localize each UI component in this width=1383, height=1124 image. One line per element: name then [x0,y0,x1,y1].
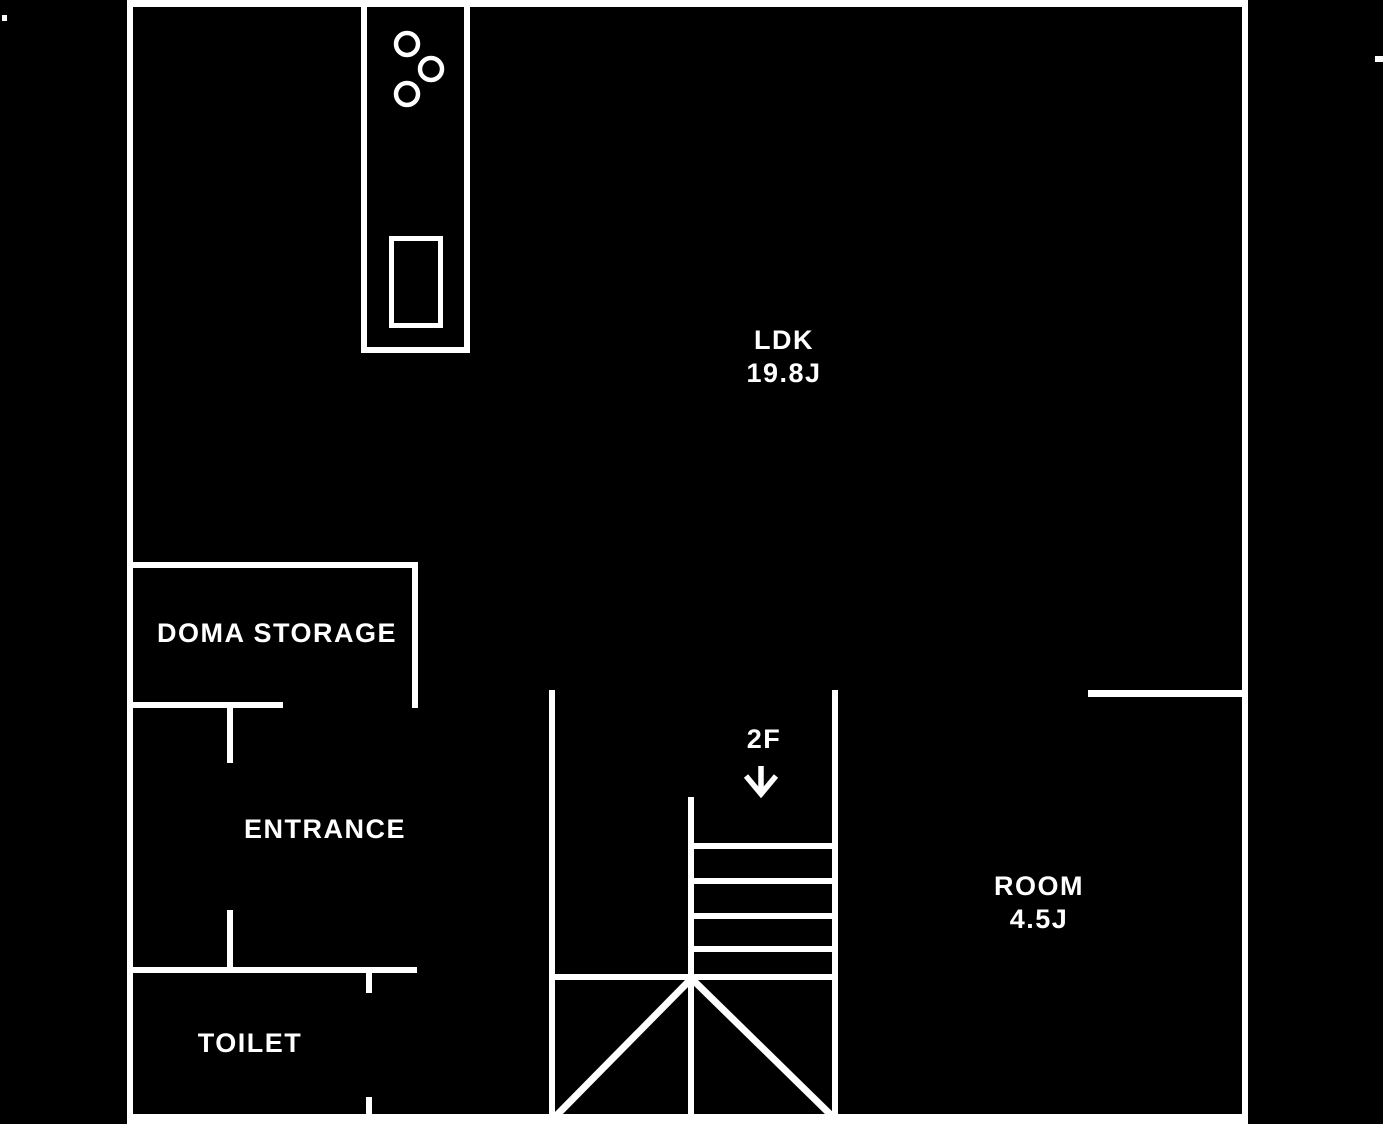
stairs-floor-name: 2F [746,724,782,754]
wall-top [127,0,1248,7]
kitchen-counter [361,7,470,353]
artifact-dot-top-left [2,15,7,21]
wall-left [127,0,133,1124]
toilet-door-jamb-upper [366,973,372,993]
room-wall-top [1088,690,1242,697]
room-room-name: ROOM [994,871,1084,901]
stairs-down-arrow-icon [743,766,779,799]
label-doma-storage: DOMA STORAGE [157,617,397,650]
doma-storage-room-name: DOMA STORAGE [156,618,398,648]
stairs-landing-line [555,974,832,980]
toilet-door-jamb-lower [366,1097,372,1119]
stair-tread [694,913,832,919]
label-toilet: TOILET [198,1027,303,1060]
label-entrance: ENTRANCE [244,813,406,846]
room-room-area: 4.5J [1009,904,1069,934]
ldk-room-area: 19.8J [746,358,822,388]
stair-tread [694,843,832,849]
entrance-door-jamb-lower [227,910,233,970]
doma-storage-wall-top [133,562,418,568]
stove-burner-icon [393,30,421,58]
entrance-door-jamb-upper [227,708,233,763]
doma-storage-wall-right [412,562,418,708]
stair-winder-line-left [550,976,694,1122]
staircase [549,690,838,1124]
label-ldk: LDK 19.8J [746,324,821,390]
stove-burner-icon [393,80,421,108]
stove-burner-icon [417,55,445,83]
entrance-room-name: ENTRANCE [243,814,407,844]
stairs-wall-left [549,690,555,1124]
toilet-wall-top [133,967,417,973]
down-arrow-head [743,774,779,799]
toilet-room-name: TOILET [197,1028,303,1058]
label-room: ROOM 4.5J [994,870,1084,936]
doma-storage-wall-bottom [133,702,283,708]
toilet-walls [133,967,417,1119]
stair-tread [694,878,832,884]
kitchen-counter-bottom-edge [361,347,470,353]
wall-right [1242,0,1248,1124]
stair-winder-line-right [689,976,838,1122]
kitchen-counter-right-edge [464,7,470,353]
entrance-walls [227,708,233,970]
sink-icon [389,236,443,328]
ldk-room-name: LDK [753,325,814,355]
wall-bottom [127,1114,1248,1124]
doma-storage-walls [133,562,418,708]
outer-walls [127,0,1248,1124]
stairs-wall-middle [688,797,694,1124]
kitchen-counter-left-edge [361,7,367,353]
label-stairs-2f: 2F [747,723,782,756]
stair-tread [694,946,832,952]
stairs-wall-right [832,690,838,1124]
artifact-dot-right-edge [1375,56,1383,62]
